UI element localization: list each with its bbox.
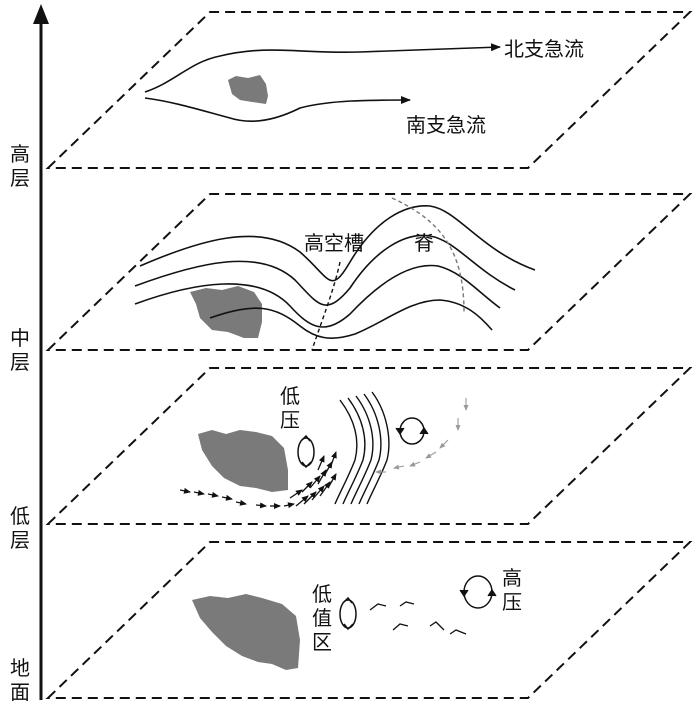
low-circulation-arrow-bottom [301,461,312,469]
terrain-upper [228,75,268,104]
surface-high-arrow-right [487,588,497,597]
north-jet-label: 北支急流 [504,37,584,61]
ridge-label: 脊 [414,231,434,255]
low-pressure-circulation [297,437,315,467]
low-circulation-arrow-top [301,434,311,442]
contour-1 [139,205,536,282]
northeast-wind-arrows [375,398,469,475]
terrain-lower [198,430,288,492]
front-line-2 [342,397,366,505]
ridge-axis [391,197,465,313]
vertical-axis-arrowhead [33,4,49,24]
low-value-area-label: 低值区 [312,582,332,654]
southwest-wind-arrows [179,451,337,509]
terrain-middle [190,286,262,338]
plane-lower [45,367,693,525]
front-line-4 [358,393,382,505]
contour-3 [134,264,501,328]
anticyclone-circulation [399,417,425,445]
contour-4 [209,299,493,339]
surface-low-arrow-top [343,596,353,604]
surface-low-circulation [339,599,357,629]
contour-2 [134,234,516,306]
surface-low-arrow-bottom [343,623,354,631]
surface-high-arrow-left [459,589,469,598]
level-label-lower: 低层 [10,504,30,552]
front-line-1 [334,399,358,505]
level-label-surface: 地面 [10,656,30,704]
anticyclone-arrow-left [395,427,405,436]
south-jet-label: 南支急流 [406,113,486,137]
surface-high-circulation [463,575,493,609]
front-line-3 [350,395,374,505]
wind-barbs [369,601,467,635]
low-pressure-label: 低压 [280,384,300,432]
anticyclone-arrow-right [419,426,429,435]
plane-upper [45,11,693,169]
level-label-upper: 高层 [10,142,30,190]
south-jet-line [144,96,411,122]
terrain-surface [192,594,300,670]
high-pressure-label: 高压 [502,566,522,614]
plane-surface [45,541,693,699]
trough-label: 高空槽 [304,231,364,255]
front-line-5 [366,391,390,505]
trough-axis [311,261,341,351]
north-jet-line [144,43,501,93]
plane-middle [45,193,693,351]
level-label-middle: 中层 [10,326,30,374]
